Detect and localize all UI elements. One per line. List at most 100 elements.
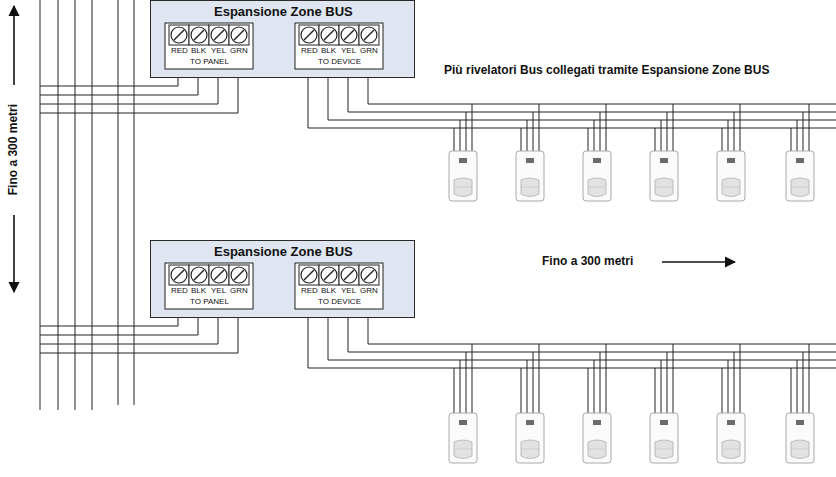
screw-head [341, 27, 357, 43]
main-bus [40, 0, 134, 410]
screw-slot [214, 270, 224, 280]
drop-wire [803, 112, 804, 151]
distance-label: Fino a 300 metri [7, 102, 20, 197]
screw-head [191, 267, 207, 283]
expansion-module: Espansione Zone BUSREDBLKYELGRNTO PANELR… [150, 240, 415, 318]
terminal-label: YEL [211, 287, 226, 295]
screw-slot [364, 270, 374, 280]
device-wire [308, 318, 836, 368]
drop-wire [539, 344, 540, 413]
screw-head [341, 267, 357, 283]
screw-housing [189, 25, 209, 45]
drop-wire [661, 360, 662, 413]
terminal-label: GRN [360, 287, 378, 295]
terminal-label: BLK [321, 47, 336, 55]
screw-head [361, 267, 377, 283]
screw-housing [299, 265, 319, 285]
drop-wire [797, 120, 798, 151]
drop-wire [588, 128, 589, 151]
device-wiring [40, 78, 836, 463]
screw-slot [234, 270, 244, 280]
screw-slot [194, 270, 204, 280]
terminal-label: BLK [321, 287, 336, 295]
drop-wire [466, 112, 467, 151]
screw-housing [359, 265, 379, 285]
drop-wire [460, 120, 461, 151]
terminal-frame [295, 23, 383, 69]
pir-detector [786, 151, 814, 201]
drop-wire [722, 368, 723, 413]
panel-wire [40, 318, 238, 353]
caption-note: Più rivelatori Bus collegati tramite Esp… [442, 64, 771, 77]
screw-slot [304, 270, 314, 280]
drop-wire [539, 104, 540, 151]
drop-wire [454, 368, 455, 413]
terminal-frame [295, 263, 383, 309]
drop-wire [667, 352, 668, 413]
screw-slot [194, 30, 204, 40]
screw-housing [169, 265, 189, 285]
pir-detector [583, 413, 611, 463]
device-wire [368, 78, 836, 104]
screw-housing [209, 25, 229, 45]
screw-housing [359, 25, 379, 45]
drop-wire [460, 360, 461, 413]
drop-wire [527, 120, 528, 151]
drop-wire [734, 112, 735, 151]
screw-housing [299, 25, 319, 45]
drop-wire [797, 360, 798, 413]
module-title: Espansione Zone BUS [214, 5, 353, 18]
panel-wire [40, 318, 178, 326]
terminal-group-label: TO PANEL [190, 298, 229, 306]
terminal-label: YEL [341, 47, 356, 55]
screw-head [171, 27, 187, 43]
drop-wire [521, 368, 522, 413]
terminal-label: YEL [211, 47, 226, 55]
terminal-label: GRN [360, 47, 378, 55]
device-wire [368, 318, 836, 344]
screw-slot [364, 30, 374, 40]
screw-head [361, 27, 377, 43]
drop-wire [594, 120, 595, 151]
terminal-label: YEL [341, 287, 356, 295]
screw-head [171, 267, 187, 283]
screw-head [191, 27, 207, 43]
screw-head [211, 267, 227, 283]
terminal-group-label: TO PANEL [190, 58, 229, 66]
screw-slot [344, 270, 354, 280]
pir-detector [516, 413, 544, 463]
pir-detector [717, 413, 745, 463]
pir-detector [516, 151, 544, 201]
terminal-group-label: TO DEVICE [318, 298, 361, 306]
screw-slot [234, 30, 244, 40]
terminal-label: RED [171, 47, 188, 55]
drop-wire [803, 352, 804, 413]
drop-wire [533, 112, 534, 151]
module-title: Espansione Zone BUS [214, 245, 353, 258]
screw-housing [319, 25, 339, 45]
drop-wire [791, 368, 792, 413]
drop-wire [533, 352, 534, 413]
screw-housing [339, 265, 359, 285]
terminal-frame [165, 23, 253, 69]
pir-detector [786, 413, 814, 463]
terminal-label: RED [301, 287, 318, 295]
screw-head [231, 27, 247, 43]
screw-head [211, 27, 227, 43]
screw-housing [319, 265, 339, 285]
device-wire [328, 78, 836, 120]
terminal-label: RED [301, 47, 318, 55]
device-wire [348, 78, 836, 112]
distance-label: Fino a 300 metri [540, 255, 635, 268]
panel-wire [40, 78, 178, 86]
screw-slot [174, 30, 184, 40]
screw-housing [169, 25, 189, 45]
pir-detector [449, 413, 477, 463]
terminal-label: BLK [191, 287, 206, 295]
drop-wire [521, 128, 522, 151]
terminal-label: GRN [230, 47, 248, 55]
drop-wire [791, 128, 792, 151]
drop-wire [472, 104, 473, 151]
screw-head [321, 267, 337, 283]
